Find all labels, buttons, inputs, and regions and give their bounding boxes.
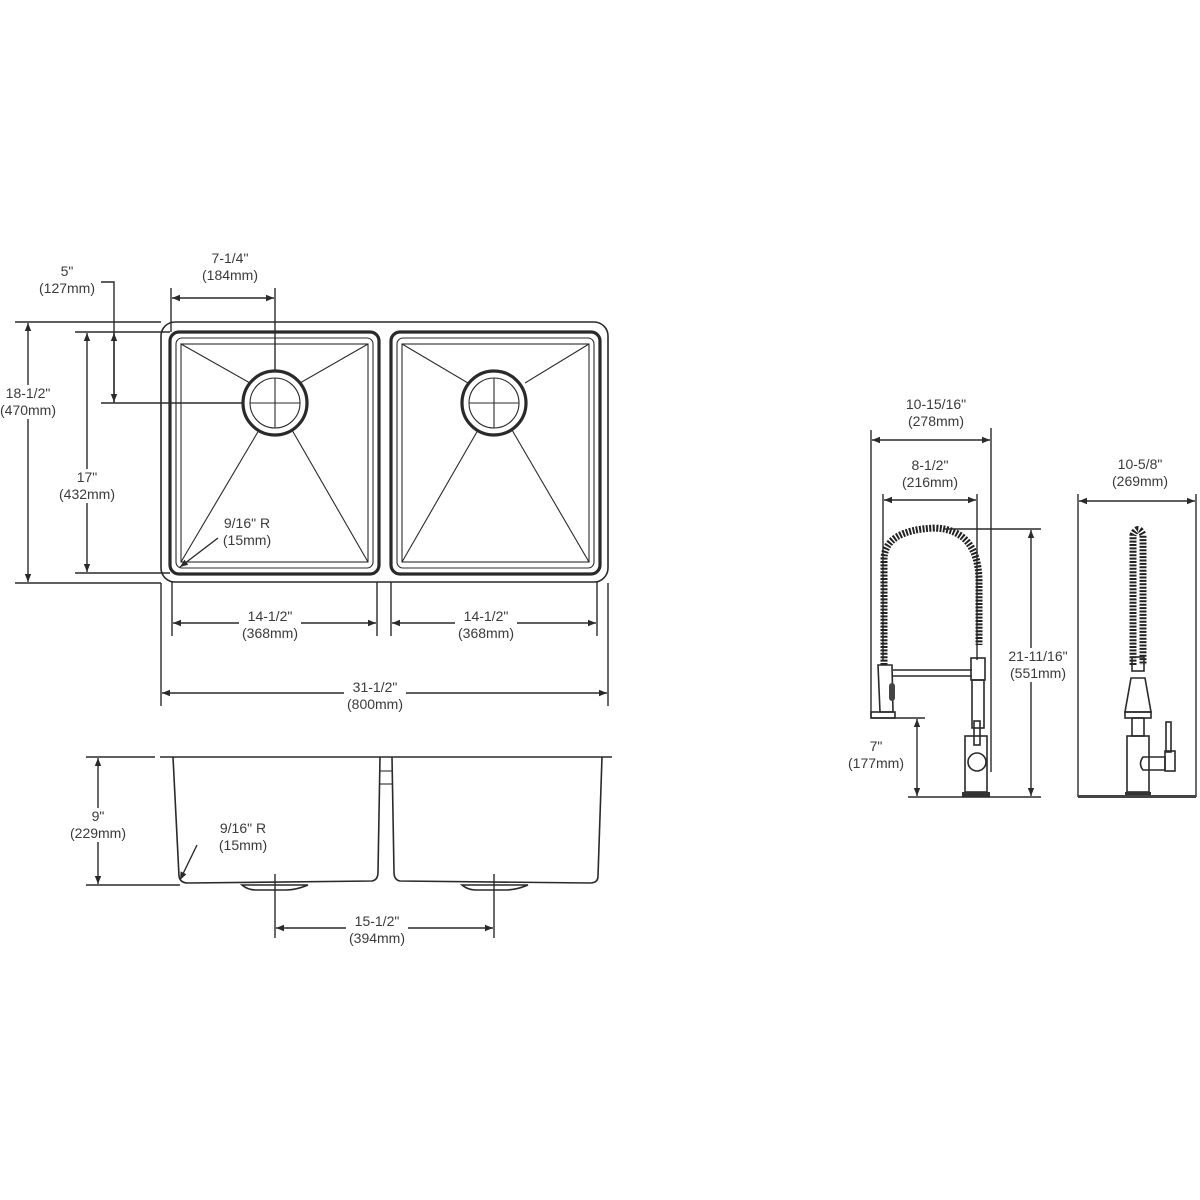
corner-radius-label: 9/16" R(15mm) <box>222 515 272 548</box>
drain-spacing-label: 15-1/2"(394mm) <box>345 913 409 947</box>
sink-top-view <box>15 281 609 706</box>
side-width-label: 10-5/8"(269mm) <box>1108 456 1172 490</box>
drain-center-label: 7-1/4"(184mm) <box>198 250 262 284</box>
overall-height-label: 21-11/16"(551mm) <box>1005 648 1071 682</box>
side-faucet-body <box>1126 735 1150 793</box>
right-bowl-width-label: 14-1/2"(368mm) <box>454 608 518 642</box>
spout-clearance-label: 7"(177mm) <box>844 738 908 772</box>
side-spring-coil <box>1129 526 1147 665</box>
bowl-depth-label: 17"(432mm) <box>55 469 119 503</box>
front-radius-label: 9/16" R(15mm) <box>218 820 268 853</box>
overall-width-label: 31-1/2"(800mm) <box>343 679 407 713</box>
sink-front-view <box>86 756 612 938</box>
faucet-side-view <box>1077 494 1197 798</box>
drain-offset-label: 5"(127mm) <box>35 263 99 297</box>
left-bowl-profile <box>172 756 381 884</box>
right-bowl <box>389 330 602 576</box>
countertop-line <box>1078 795 1196 798</box>
front-radius-leader <box>179 844 198 881</box>
left-bowl-width-label: 14-1/2"(368mm) <box>238 608 302 642</box>
faucet-front-view <box>870 428 1041 798</box>
overall-reach-label: 10-15/16"(278mm) <box>902 396 970 430</box>
spring-coil <box>880 524 983 665</box>
right-bowl-profile <box>391 756 603 884</box>
side-spray-head <box>1124 677 1152 713</box>
corner-radius-leader <box>179 537 219 568</box>
side-faucet-handle <box>1165 721 1172 753</box>
overall-depth-label: 18-1/2"(470mm) <box>0 385 60 419</box>
bowl-height-label: 9"(229mm) <box>66 808 130 842</box>
right-drain <box>460 369 528 437</box>
faucet-handle <box>973 720 981 746</box>
sink-outer-rim <box>160 321 609 583</box>
spout-reach-label: 8-1/2"(216mm) <box>898 457 962 491</box>
